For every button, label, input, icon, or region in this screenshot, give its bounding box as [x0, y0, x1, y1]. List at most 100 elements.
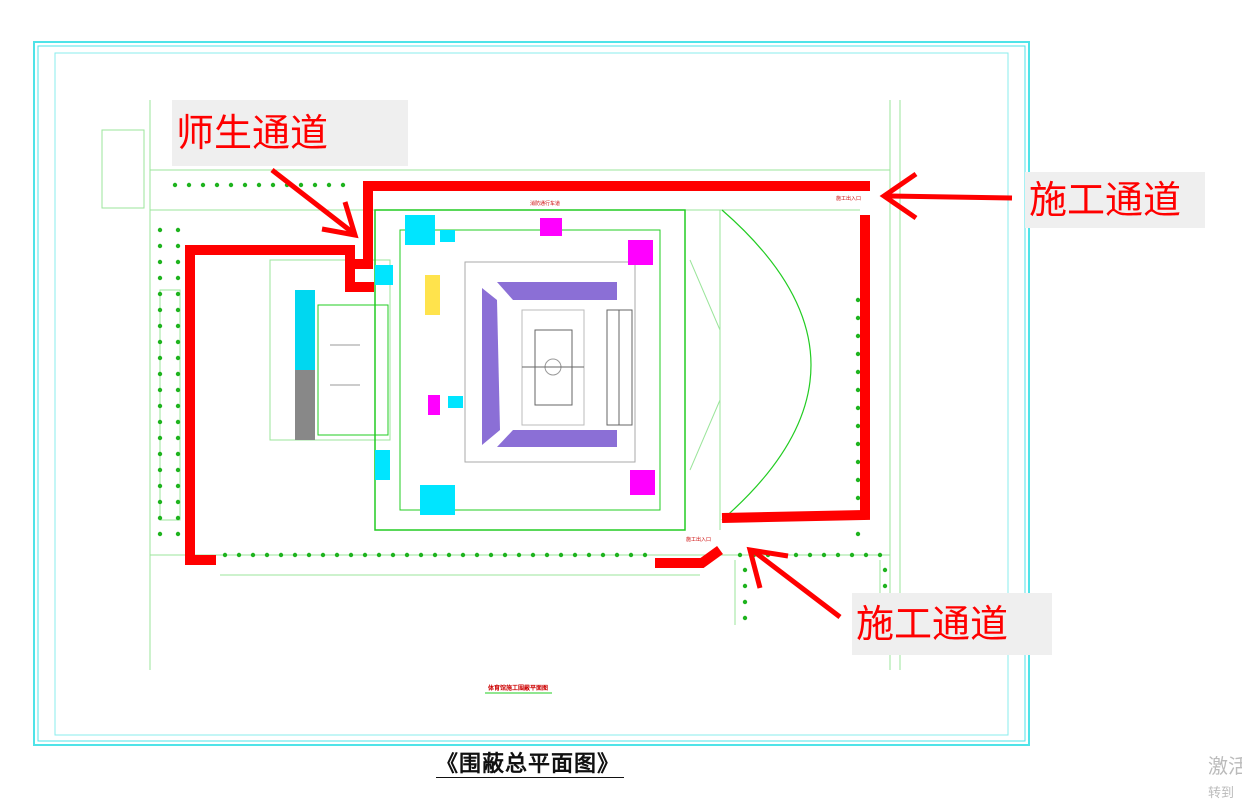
tree-dot: [292, 552, 298, 558]
tree-dot: [175, 515, 181, 521]
tree-dot: [855, 459, 861, 465]
tree-dot: [855, 369, 861, 375]
tree-dot: [855, 315, 861, 321]
inner-frame: [54, 52, 1009, 736]
tree-dot: [882, 567, 888, 573]
tree-dot: [855, 477, 861, 483]
construction-fence: [185, 181, 870, 568]
tree-dot: [348, 552, 354, 558]
tree-dot: [488, 552, 494, 558]
tree-dot: [863, 552, 869, 558]
tree-dot: [849, 552, 855, 558]
tree-dot: [175, 243, 181, 249]
tree-dot: [807, 552, 813, 558]
tree-dot: [256, 182, 262, 188]
tree-dot: [175, 531, 181, 537]
arrow-construction-bottom-head: [746, 546, 789, 589]
tree-dot: [418, 552, 424, 558]
tree-dot: [157, 419, 163, 425]
tree-dot: [516, 552, 522, 558]
tree-dot: [558, 552, 564, 558]
tree-dot: [855, 387, 861, 393]
arrow-construction-bottom: [750, 548, 842, 619]
construction-passage-bottom-label: 施工通道: [852, 593, 1052, 655]
tree-dot: [175, 483, 181, 489]
tree-dot: [821, 552, 827, 558]
tree-dot: [157, 371, 163, 377]
arrow-construction-right-head: [879, 171, 918, 221]
tree-dot: [157, 387, 163, 393]
drawing-title: 体育馆施工围蔽平面图: [488, 684, 548, 692]
gymnasium-building: [374, 209, 686, 531]
tree-dot: [175, 339, 181, 345]
entrance-label-bottom: 施工出入口: [686, 536, 711, 543]
tree-dot: [157, 499, 163, 505]
tree-dot: [882, 583, 888, 589]
outer-frame-inner-line: [37, 45, 1026, 742]
tree-dot: [446, 552, 452, 558]
tree-dot: [157, 307, 163, 313]
tree-rows: [157, 182, 888, 621]
tree-dot: [157, 403, 163, 409]
passage-arrows: [270, 168, 1013, 619]
tree-dot: [312, 182, 318, 188]
tree-dot: [544, 552, 550, 558]
tree-dot: [157, 323, 163, 329]
arrow-construction-right: [885, 193, 1013, 201]
tree-dot: [362, 552, 368, 558]
tree-dot: [264, 552, 270, 558]
construction-passage-right-label: 施工通道: [1025, 172, 1205, 228]
tree-dot: [157, 483, 163, 489]
tree-dot: [340, 182, 346, 188]
tree-dot: [175, 291, 181, 297]
top-road-label: 消防通行车道: [530, 200, 560, 207]
tree-dot: [157, 435, 163, 441]
plaza-arc: [721, 209, 812, 521]
tree-dot: [175, 403, 181, 409]
tree-dot: [586, 552, 592, 558]
tree-dot: [172, 182, 178, 188]
tree-dot: [835, 552, 841, 558]
watermark-line2: 转到: [1208, 786, 1235, 801]
tree-dot: [320, 552, 326, 558]
tree-dot: [600, 552, 606, 558]
tree-dot: [855, 495, 861, 501]
tree-dot: [228, 182, 234, 188]
tree-dot: [502, 552, 508, 558]
tree-dot: [175, 435, 181, 441]
tree-dot: [157, 291, 163, 297]
tree-dot: [855, 423, 861, 429]
tree-dot: [236, 552, 242, 558]
left-hall: [295, 290, 389, 440]
tree-dot: [222, 552, 228, 558]
tree-dot: [855, 351, 861, 357]
tree-dot: [793, 552, 799, 558]
tree-dot: [214, 182, 220, 188]
tree-dot: [157, 451, 163, 457]
tree-dot: [186, 182, 192, 188]
tree-dot: [175, 259, 181, 265]
tree-dot: [157, 515, 163, 521]
tree-dot: [175, 387, 181, 393]
tree-dot: [242, 182, 248, 188]
tree-dot: [157, 227, 163, 233]
tree-dot: [742, 567, 748, 573]
tree-dot: [614, 552, 620, 558]
tree-dot: [460, 552, 466, 558]
plaza-outline: [689, 259, 721, 471]
watermark-line1: 激活: [1208, 754, 1242, 778]
tree-dot: [642, 552, 648, 558]
tree-dot: [157, 355, 163, 361]
tree-dot: [175, 419, 181, 425]
tree-dot: [175, 451, 181, 457]
tree-dot: [737, 552, 743, 558]
tree-dot: [306, 552, 312, 558]
tree-dot: [326, 182, 332, 188]
tree-dot: [175, 467, 181, 473]
tree-dot: [855, 297, 861, 303]
tree-dot: [742, 615, 748, 621]
tree-dot: [157, 339, 163, 345]
tree-dot: [175, 371, 181, 377]
tree-dot: [855, 531, 861, 537]
student-passage-label: 师生通道: [172, 100, 408, 166]
